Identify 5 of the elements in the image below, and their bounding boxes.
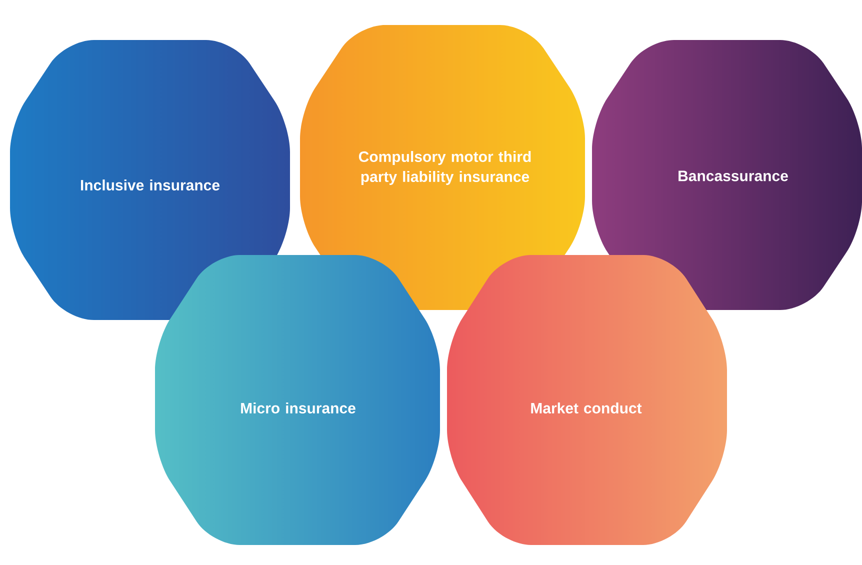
puzzle-piece: Micro insurance [241,402,356,414]
puzzle-piece: Compulsory motor third party liability insurance [358,151,531,185]
puzzle-piece: Bancassurance [678,170,788,182]
puzzle-piece: Market conduct [531,402,642,414]
puzzle-piece: Inclusive insurance [80,180,220,190]
